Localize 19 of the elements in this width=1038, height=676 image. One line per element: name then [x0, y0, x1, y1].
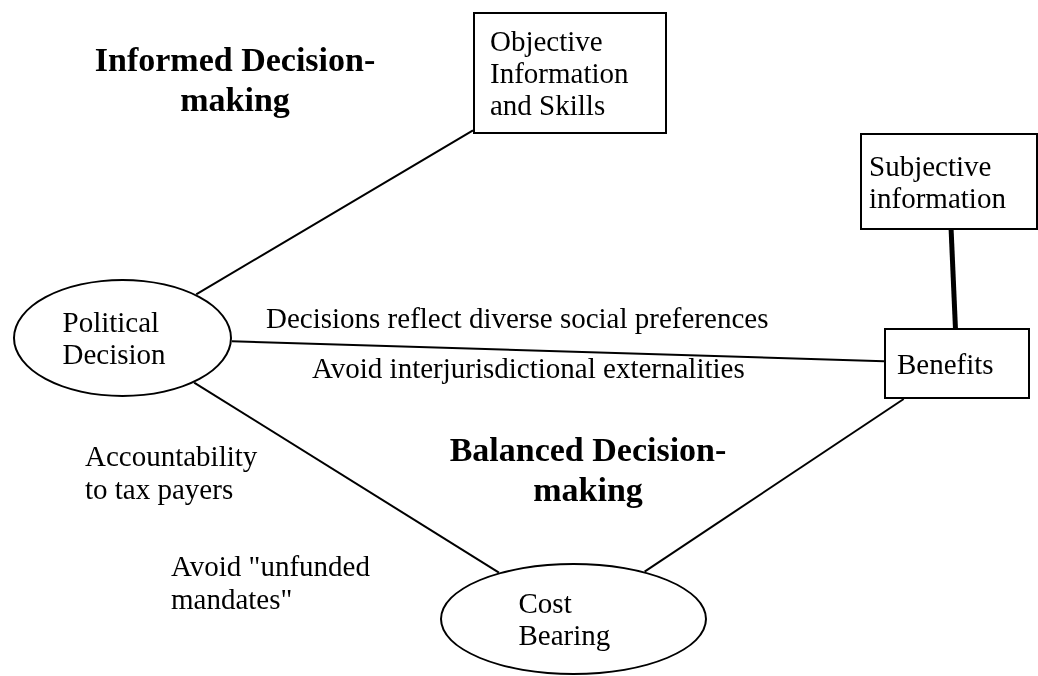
node-label: Political Decision — [62, 306, 167, 370]
text-box — [860, 133, 1038, 230]
node-label: Cost Bearing — [518, 587, 612, 651]
connector-line — [193, 381, 500, 574]
section-heading: Informed Decision-making — [93, 40, 377, 120]
text-box — [473, 12, 667, 134]
connector-line — [948, 229, 958, 329]
node-label: Benefits — [897, 347, 995, 380]
node-label: Objective Information and Skills — [490, 25, 630, 121]
annotation-text: Avoid "unfunded mandates" — [171, 550, 371, 616]
section-heading: Balanced Decision-making — [448, 430, 728, 510]
annotation-text: Avoid interjurisdictional externalities — [312, 352, 746, 385]
node-label: Subjective information — [869, 149, 1007, 214]
connector-line — [643, 398, 905, 573]
text-box — [884, 328, 1030, 399]
annotation-text: Decisions reflect diverse social preferences — [266, 302, 770, 335]
annotation-text: Accountability to tax payers — [85, 440, 259, 506]
connector-line — [230, 340, 885, 363]
connector-line — [195, 129, 474, 296]
